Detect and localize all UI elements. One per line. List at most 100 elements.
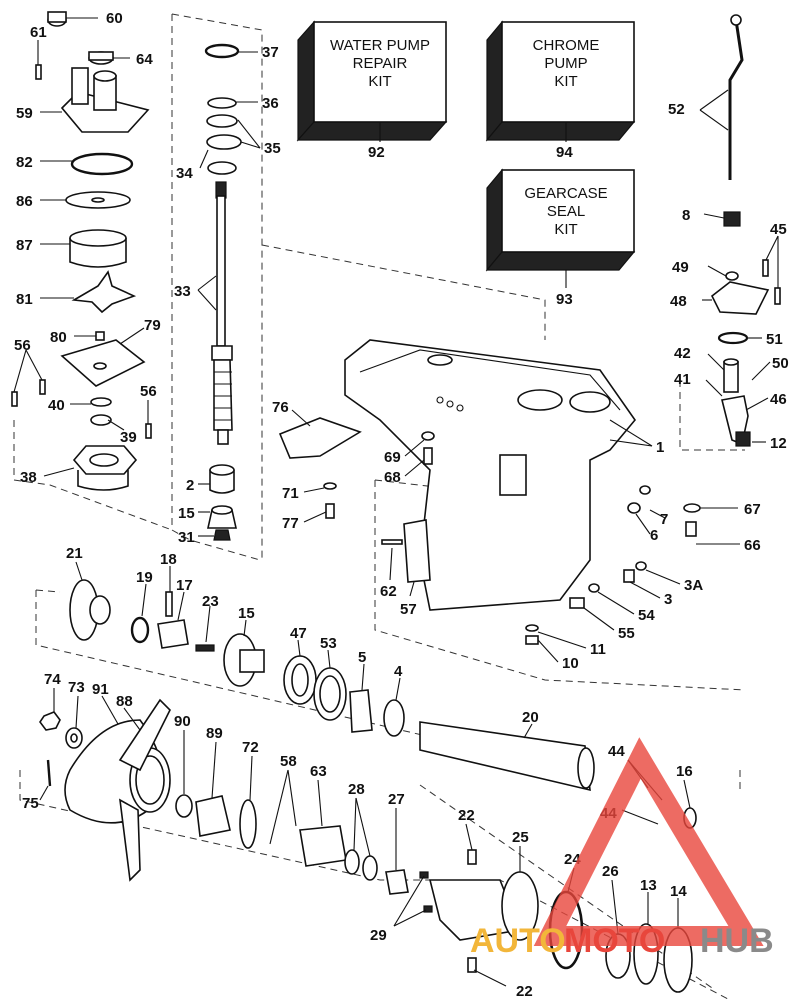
callout-label: 76 xyxy=(272,399,289,416)
callout-label: 61 xyxy=(30,24,47,41)
callout-label: 60 xyxy=(106,10,123,27)
callout-label: 26 xyxy=(602,863,619,880)
callout-label: 34 xyxy=(176,165,193,182)
callout-label: 54 xyxy=(638,607,655,624)
callout-label: 92 xyxy=(368,144,385,161)
assembly-dash-lines xyxy=(13,13,746,1001)
water-pump-repair-kit-box: WATER PUMP REPAIR KIT 92 xyxy=(296,20,448,161)
kit-title-line: REPAIR xyxy=(353,55,408,72)
callout-label: 53 xyxy=(320,635,337,652)
callout-label: 17 xyxy=(176,577,193,594)
callout-label: 52 xyxy=(668,101,685,118)
callout-label: 77 xyxy=(282,515,299,532)
callout-label: 22 xyxy=(516,983,533,1000)
callout-label: 57 xyxy=(400,601,417,618)
callout-label: 21 xyxy=(66,545,83,562)
callout-label: 5 xyxy=(358,649,366,666)
callout-label: 3A xyxy=(684,577,703,594)
kit-title-line: CHROME xyxy=(533,37,600,54)
callout-label: 4 xyxy=(394,663,403,680)
callout-label: 58 xyxy=(280,753,297,770)
callout-label: 88 xyxy=(116,693,133,710)
callout-label: 63 xyxy=(310,763,327,780)
watermark-logo: AUTO MOTO HUB xyxy=(470,737,774,960)
callout-label: 12 xyxy=(770,435,787,452)
callout-label: 50 xyxy=(772,355,789,372)
callout-label: 79 xyxy=(144,317,161,334)
callout-label: 33 xyxy=(174,283,191,300)
callout-label: 39 xyxy=(120,429,137,446)
kit-title-line: WATER PUMP xyxy=(330,37,430,54)
callout-label: 71 xyxy=(282,485,299,502)
callout-label: 2 xyxy=(186,477,194,494)
callout-label: 29 xyxy=(370,927,387,944)
callout-label: 31 xyxy=(178,529,195,546)
callout-label: 59 xyxy=(16,105,33,122)
watermark-text: HUB xyxy=(700,922,774,960)
callout-label: 41 xyxy=(674,371,691,388)
callout-label: 64 xyxy=(136,51,153,68)
callout-label: 20 xyxy=(522,709,539,726)
housing-fasteners xyxy=(278,417,701,645)
watermark-text: AUTO xyxy=(470,922,566,960)
callout-label: 67 xyxy=(744,501,761,518)
callout-label: 18 xyxy=(160,551,177,568)
kit-title-line: PUMP xyxy=(544,55,587,72)
gear-housing xyxy=(344,339,637,611)
callout-label: 19 xyxy=(136,569,153,586)
callout-label: 91 xyxy=(92,681,109,698)
kit-title-line: GEARCASE xyxy=(524,185,607,202)
kit-title-line: KIT xyxy=(554,73,577,90)
callout-label: 42 xyxy=(674,345,691,362)
callout-label: 89 xyxy=(206,725,223,742)
callout-label: 37 xyxy=(262,44,279,61)
callout-label: 81 xyxy=(16,291,33,308)
kit-title-line: KIT xyxy=(554,221,577,238)
callout-label: 69 xyxy=(384,449,401,466)
callout-label: 10 xyxy=(562,655,579,672)
callout-label: 8 xyxy=(682,207,690,224)
callout-label: 55 xyxy=(618,625,635,642)
callout-label: 7 xyxy=(660,511,668,528)
callout-label: 23 xyxy=(202,593,219,610)
callout-label: 51 xyxy=(766,331,783,348)
callout-label: 66 xyxy=(744,537,761,554)
callout-label: 45 xyxy=(770,221,787,238)
callout-label: 49 xyxy=(672,259,689,276)
callout-label: 36 xyxy=(262,95,279,112)
kit-title-line: SEAL xyxy=(547,203,585,220)
callout-label: 1 xyxy=(656,439,664,456)
callout-label: 86 xyxy=(16,193,33,210)
callout-label: 87 xyxy=(16,237,33,254)
callout-label: 47 xyxy=(290,625,307,642)
callout-label: 93 xyxy=(556,291,573,308)
callout-label: 73 xyxy=(68,679,85,696)
callout-label: 94 xyxy=(556,144,573,161)
kit-title-line: KIT xyxy=(368,73,391,90)
callout-label: 6 xyxy=(650,527,658,544)
callout-label: 82 xyxy=(16,154,33,171)
callout-label: 46 xyxy=(770,391,787,408)
chrome-pump-kit-box: CHROME PUMP KIT 94 xyxy=(485,20,636,161)
callout-label: 74 xyxy=(44,671,61,688)
leader-lines xyxy=(13,17,779,987)
callout-label: 75 xyxy=(22,795,39,812)
watermark-text: MOTO xyxy=(564,922,665,960)
driveshaft-parts xyxy=(204,43,242,541)
callout-label: 15 xyxy=(178,505,195,522)
callout-label: 35 xyxy=(264,140,281,157)
callout-label: 68 xyxy=(384,469,401,486)
callout-label: 14 xyxy=(670,883,687,900)
callout-label: 56 xyxy=(140,383,157,400)
propshaft-parts xyxy=(69,579,697,829)
callout-label: 15 xyxy=(238,605,255,622)
callout-label: 72 xyxy=(242,739,259,756)
water-pump-parts xyxy=(11,11,152,491)
callout-label: 13 xyxy=(640,877,657,894)
callout-label: 38 xyxy=(20,469,37,486)
callout-label: 11 xyxy=(590,641,606,658)
gearcase-seal-kit-box: GEARCASE SEAL KIT 93 xyxy=(485,168,636,308)
callout-label: 44 xyxy=(608,743,625,760)
callout-label: 3 xyxy=(664,591,672,608)
